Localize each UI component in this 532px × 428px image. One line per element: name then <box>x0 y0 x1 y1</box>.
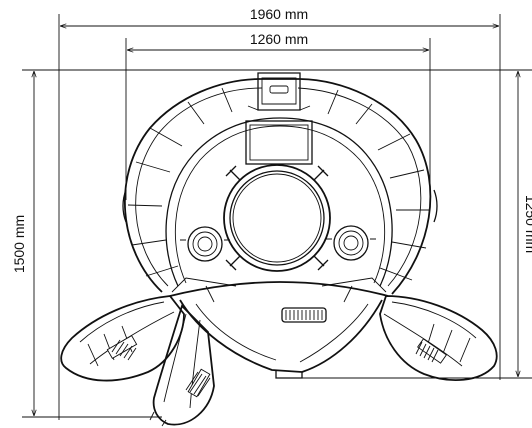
sunbed-top-view <box>60 72 498 427</box>
right-side-canopy <box>379 295 498 381</box>
dimension-inner-width: 1260 mm <box>125 31 431 200</box>
inner-bowl <box>165 117 393 287</box>
left-lower-canopy <box>152 304 215 426</box>
dimension-right-depth: 1250 mm <box>300 71 532 379</box>
right-depth-label: 1250 mm <box>523 195 532 253</box>
left-face-lamp <box>180 226 230 262</box>
bed-lower-body <box>179 299 383 379</box>
overall-depth-label: 1500 mm <box>11 215 27 273</box>
dimension-overall-depth: 1500 mm <box>11 69 532 418</box>
left-side-canopy <box>60 295 185 382</box>
overall-width-label: 1960 mm <box>250 6 308 22</box>
center-fan <box>223 164 331 272</box>
bed-rim <box>169 277 389 323</box>
top-connector <box>247 72 311 111</box>
control-box <box>245 120 313 165</box>
inner-width-label: 1260 mm <box>250 31 308 47</box>
dimension-overall-width: 1960 mm <box>58 6 501 420</box>
right-face-lamp <box>326 225 376 261</box>
